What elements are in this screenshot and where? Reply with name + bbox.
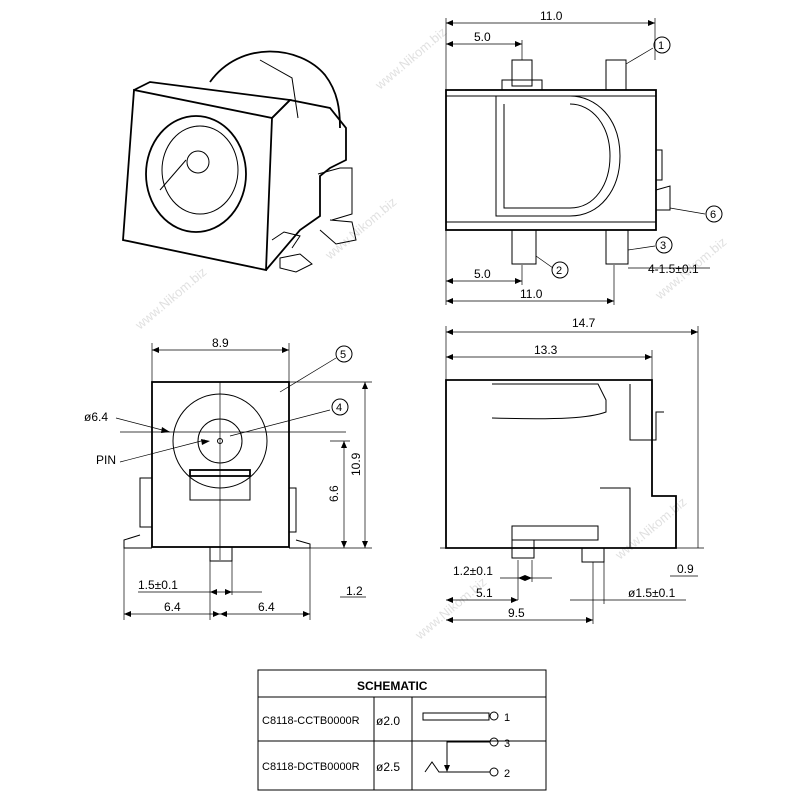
callout-3: 3: [660, 240, 666, 252]
schematic-dia-1: ø2.0: [376, 714, 400, 728]
dim-pin-spec: 4-1.5±0.1: [648, 262, 699, 276]
dim-bottom-offset: 5.0: [474, 267, 491, 281]
callout-5: 5: [340, 349, 346, 361]
watermark-text: www.Nikom.biz: [322, 194, 400, 263]
schematic-title: SCHEMATIC: [357, 679, 428, 693]
dim-pin-width: 1.5±0.1: [138, 578, 178, 592]
pin-label: PIN: [96, 453, 116, 467]
dim-foot-height: 1.2: [346, 584, 363, 598]
dim-top-width: 11.0: [540, 9, 563, 23]
dim-center-height: 6.6: [327, 485, 341, 502]
schematic-table: SCHEMATIC C8118-CCTB0000R ø2.0 C8118-DCT…: [257, 669, 547, 791]
side-view: 11.0 5.0 5.0 11.0 4-1.5±0.1: [445, 9, 723, 305]
schematic-pin-3: 3: [504, 738, 510, 750]
watermark-layer: www.Nikom.biz www.Nikom.biz www.Nikom.bi…: [132, 24, 730, 643]
dim-foot-thickness: 0.9: [677, 562, 694, 576]
watermark-text: www.Nikom.biz: [612, 494, 690, 563]
dim-height: 10.9: [349, 452, 363, 476]
dim-overall: 9.5: [508, 606, 525, 620]
dim-pin-offset: 5.1: [476, 586, 493, 600]
watermark-text: www.Nikom.biz: [412, 574, 490, 643]
dim-body-length: 13.3: [534, 343, 558, 357]
schematic-pin-2: 2: [504, 768, 510, 780]
watermark-text: www.Nikom.biz: [132, 264, 210, 333]
dim-left-half: 6.4: [164, 600, 181, 614]
dim-diameter: ø6.4: [84, 410, 108, 424]
dim-top-offset: 5.0: [474, 30, 491, 44]
watermark-text: www.Nikom.biz: [372, 24, 450, 93]
dim-front-width: 8.9: [212, 336, 229, 350]
front-view: 8.9 ø6.4 PIN 10.9 6.6: [84, 336, 372, 620]
schematic-part-2: C8118-DCTB0000R: [262, 761, 360, 773]
isometric-view: [122, 50, 357, 273]
dim-hole-dia: ø1.5±0.1: [628, 586, 676, 600]
dim-total-length: 14.7: [572, 316, 596, 330]
callout-4: 4: [336, 402, 342, 414]
callout-2: 2: [556, 265, 562, 277]
callout-1: 1: [658, 40, 664, 52]
dim-pin-width-b: 1.2±0.1: [453, 564, 493, 578]
dim-right-half: 6.4: [258, 600, 275, 614]
schematic-part-1: C8118-CCTB0000R: [262, 715, 360, 727]
schematic-dia-2: ø2.5: [376, 760, 400, 774]
callout-6: 6: [710, 209, 716, 221]
dim-bottom-width: 11.0: [520, 287, 543, 301]
schematic-pin-1: 1: [504, 712, 510, 724]
bottom-view: 14.7 13.3 1.2±0.1 5.1 9.5 ø1.5±0.1 0.9: [440, 316, 704, 624]
